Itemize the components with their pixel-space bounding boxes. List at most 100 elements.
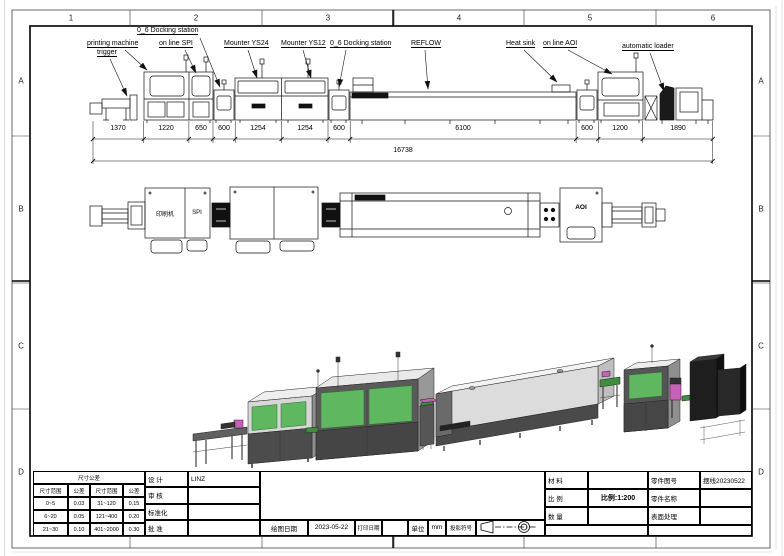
projection-label: 投影符号 — [446, 519, 476, 536]
dimension-value: 1370 — [110, 125, 126, 132]
tolerance-header: 尺寸范围 — [33, 484, 68, 497]
standardize-label: 标准化 — [145, 503, 188, 520]
mounter1-model-label — [251, 103, 266, 109]
label-reflow: REFLOW — [411, 40, 441, 49]
draw-date-value: 2023-05-22 — [308, 519, 355, 536]
approve-label: 批 准 — [145, 519, 188, 536]
automatic-loader-elevation — [644, 85, 714, 124]
standardize-value — [188, 503, 260, 520]
zone-col-4: 4 — [456, 13, 462, 23]
mounter-plan — [229, 186, 319, 254]
docking-3d-1 — [419, 397, 438, 450]
projection-symbol-cell — [476, 519, 545, 536]
zone-row-b: B — [18, 204, 24, 214]
unloader-3d — [669, 353, 747, 444]
unit-value: mm — [428, 519, 446, 536]
dimension-value: 600 — [581, 125, 593, 132]
scale-value: 比例:1:200 — [588, 489, 648, 507]
tolerance-cell: 6~20 — [33, 510, 68, 523]
zone-col-3: 3 — [325, 13, 331, 23]
reflow-model-label-plan — [354, 194, 386, 201]
docking-station-1-plan — [211, 202, 231, 228]
docking-station-1-elevation — [213, 79, 235, 123]
label-printing-machine: printing machine — [87, 40, 139, 49]
tolerance-header: 尺寸范围 — [90, 484, 123, 497]
projection-symbol — [480, 520, 537, 534]
trigger-cart-3d — [192, 419, 248, 467]
zone-row-c: C — [18, 341, 24, 351]
dimension-value: 1254 — [250, 125, 266, 132]
trigger-cart-elevation — [89, 94, 138, 121]
qty-label: 数 量 — [545, 507, 588, 525]
aoi-3d — [623, 344, 681, 433]
dimension-lines — [90, 121, 716, 164]
reflow-oven-plan — [339, 192, 541, 238]
label-automatic-loader: automatic loader — [622, 43, 674, 52]
material-value — [588, 471, 648, 489]
part-name-label: 零件名称 — [648, 489, 700, 507]
label-heat-sink: Heat sink — [506, 40, 536, 49]
label-docking-station-1: 0_6 Docking station — [137, 27, 199, 36]
tolerance-cell: 21~30 — [33, 523, 68, 536]
mounter-elevation — [234, 58, 329, 123]
aoi-plan — [559, 187, 603, 243]
dimension-value: 1254 — [297, 125, 313, 132]
material-label: 材 料 — [545, 471, 588, 489]
right-bottom-strip — [545, 525, 648, 536]
total-dimension-value: 16738 — [393, 147, 413, 154]
part-no-label: 零件图号 — [648, 471, 700, 489]
print-date-label: 打印日期 — [355, 519, 382, 536]
isometric-view — [192, 344, 747, 468]
tolerance-cell: 0~5 — [33, 497, 68, 510]
dimension-value: 1890 — [670, 125, 686, 132]
zone-row-b-right: B — [758, 204, 764, 214]
zone-col-5: 5 — [587, 13, 593, 23]
label-docking-station-2: 0_6 Docking station — [330, 40, 392, 49]
printing-machine-elevation — [143, 54, 214, 123]
tolerance-cell: 121~400 — [90, 510, 123, 523]
tolerance-header: 公差 — [68, 484, 90, 497]
plan-label-aoi: AOI — [575, 204, 587, 211]
docking-station-3-elevation — [576, 79, 598, 123]
unloader-plan — [601, 202, 666, 228]
right-bottom-strip — [648, 525, 752, 536]
unit-label: 单位 — [408, 519, 428, 536]
dimension-value: 600 — [218, 125, 230, 132]
tolerance-cell: 0.03 — [68, 497, 90, 510]
dimension-value: 600 — [333, 125, 345, 132]
tolerance-cell: 0.05 — [68, 510, 90, 523]
approve-value — [188, 519, 260, 536]
qty-value — [588, 507, 648, 525]
design-value: LINZ — [188, 471, 260, 488]
reflow-oven-3d — [435, 357, 615, 451]
reflow-model-label — [351, 92, 389, 99]
dimension-value: 650 — [195, 125, 207, 132]
center-marks — [12, 10, 770, 548]
label-trigger: trigger — [97, 49, 117, 58]
mounter-3d — [305, 351, 435, 461]
remarks-area — [260, 471, 545, 520]
zone-row-d-right: D — [758, 467, 764, 477]
zone-row-c-right: C — [758, 341, 764, 351]
zone-col-1: 1 — [68, 13, 74, 23]
printing-machine-plan — [144, 187, 211, 254]
review-label: 审 核 — [145, 487, 188, 504]
heat-sink-unit — [551, 84, 571, 93]
docking-station-3-plan — [539, 202, 560, 228]
plan-label-printer: 印刷机 — [155, 212, 175, 218]
part-name-value — [700, 489, 752, 507]
plan-view — [89, 186, 666, 254]
design-label: 设 计 — [145, 471, 188, 488]
dimension-value: 1200 — [612, 125, 628, 132]
print-date-value — [382, 519, 408, 536]
mounter2-model-label — [298, 103, 313, 109]
docking-station-2-elevation — [328, 79, 350, 123]
review-value — [188, 487, 260, 504]
reflow-oven-elevation — [349, 77, 577, 124]
tolerance-cell: 31~120 — [90, 497, 123, 510]
tolerance-cell: 0.20 — [123, 510, 145, 523]
part-no-value: 摆线20230522 — [700, 471, 752, 489]
page-edge-right — [775, 0, 783, 556]
